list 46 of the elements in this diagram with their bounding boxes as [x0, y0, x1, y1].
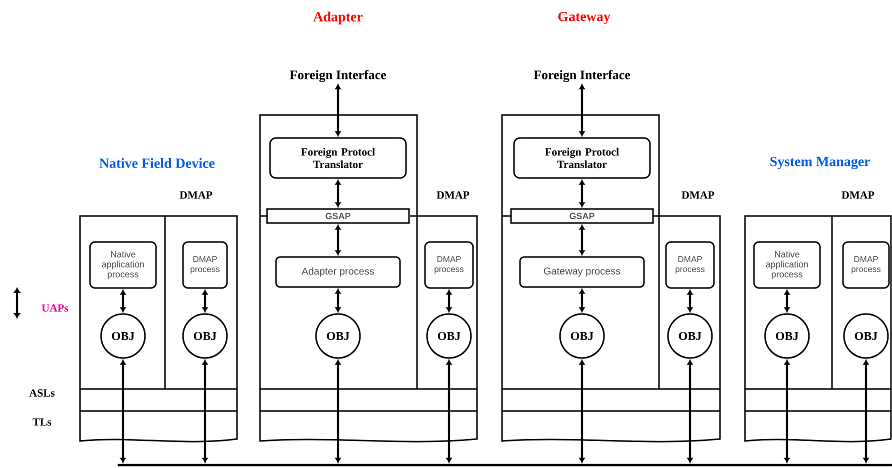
- arrow: [120, 360, 126, 463]
- translator-box: Foreign Protocl Translator: [269, 137, 407, 179]
- interface-label: Foreign Interface: [534, 70, 630, 82]
- arrow: [335, 84, 341, 136]
- dmap-label: DMAP: [842, 191, 874, 199]
- arrow: [335, 224, 341, 256]
- arrow: [120, 290, 126, 312]
- gsap-bar: GSAP: [266, 208, 410, 224]
- arrow: [446, 290, 452, 312]
- arrow: [784, 290, 790, 312]
- process-box: Gateway process: [519, 256, 645, 288]
- arrow: [446, 360, 452, 463]
- device-title: Native Field Device: [99, 158, 215, 168]
- translator-box: Foreign Protocl Translator: [513, 137, 651, 179]
- arrow: [687, 360, 693, 463]
- layer-label: ASLs: [29, 389, 55, 397]
- arrow: [579, 224, 585, 256]
- arrow: [335, 360, 341, 463]
- device-title: Adapter: [313, 12, 363, 24]
- interface-label: Foreign Interface: [290, 70, 386, 82]
- device-title: Gateway: [558, 12, 610, 24]
- process-box: Adapter process: [275, 256, 401, 288]
- process-box: Native application process: [89, 241, 157, 289]
- device-title: System Manager: [770, 156, 870, 170]
- arrow: [579, 288, 585, 312]
- process-box: DMAP process: [424, 241, 474, 289]
- process-box: DMAP process: [182, 241, 228, 289]
- arrow: [335, 288, 341, 312]
- arrow: [784, 360, 790, 463]
- dmap-label: DMAP: [180, 191, 212, 199]
- arrow: [202, 360, 208, 463]
- dmap-label: DMAP: [682, 191, 714, 199]
- arrow: [687, 290, 693, 312]
- arrow: [202, 290, 208, 312]
- layer-label: UAPs: [42, 304, 68, 312]
- process-box: DMAP process: [665, 241, 715, 289]
- arrow: [579, 360, 585, 463]
- dmap-label: DMAP: [436, 191, 470, 199]
- gsap-bar: GSAP: [510, 208, 654, 224]
- arrow: [579, 180, 585, 208]
- arrow: [863, 360, 869, 463]
- process-box: DMAP process: [842, 241, 890, 289]
- arrow: [579, 84, 585, 136]
- layer-label: TLs: [32, 418, 52, 426]
- arrow: [335, 180, 341, 208]
- process-box: Native application process: [753, 241, 821, 289]
